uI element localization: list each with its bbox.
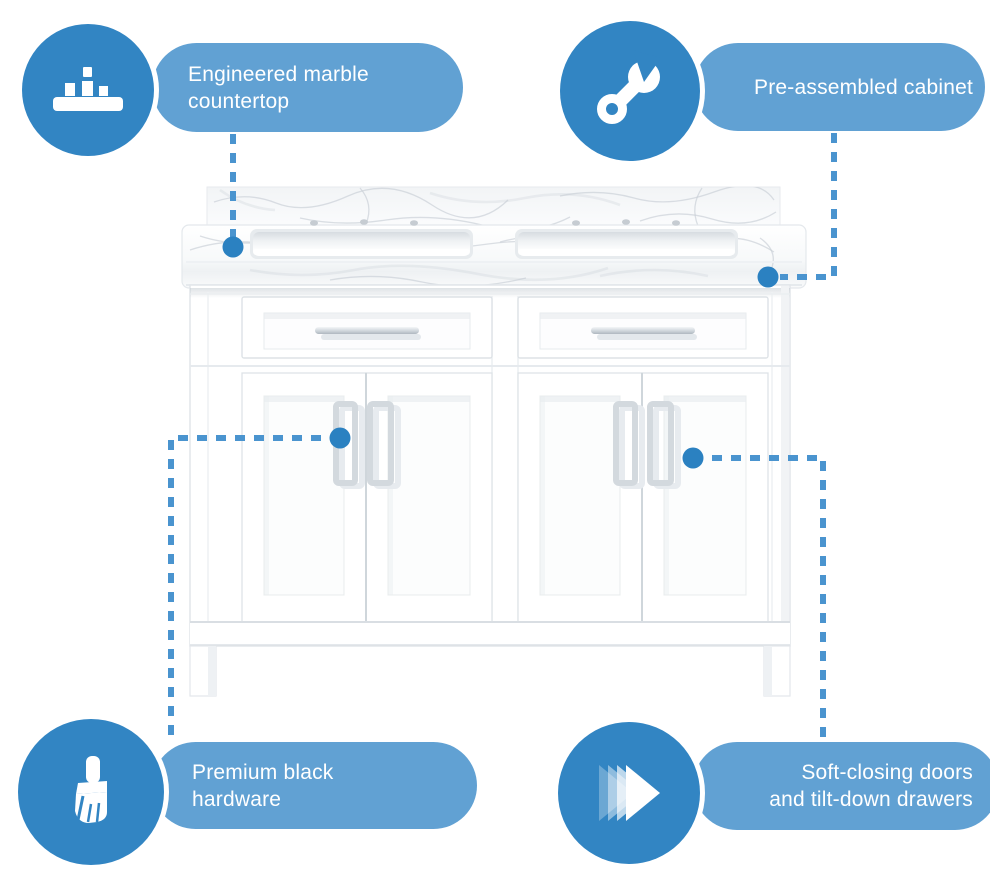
door-1 — [241, 372, 367, 623]
callout-circle-hardware — [18, 719, 164, 865]
callout-label: Engineered marble — [188, 62, 369, 86]
callout-label: countertop — [188, 89, 290, 113]
leg-left — [189, 645, 217, 697]
soft-close-triangles-icon — [599, 765, 660, 821]
bottom-rail — [190, 621, 790, 646]
anchor-dot-softclose — [682, 447, 704, 469]
sink-left — [250, 229, 473, 259]
door-2 — [365, 372, 493, 623]
door-handles-right — [613, 401, 681, 489]
drawer-handle-left — [315, 327, 419, 334]
callout-label: Soft-closing doors — [801, 761, 973, 784]
handle-shadow — [597, 334, 697, 340]
door-handle — [613, 401, 638, 486]
backsplash — [206, 186, 781, 229]
brush-icon — [75, 756, 107, 823]
marble-veins — [213, 187, 777, 228]
drawer-handle-right — [591, 327, 695, 334]
drawer-left — [241, 296, 493, 359]
callout-label: and tilt-down drawers — [769, 788, 973, 811]
drawer-right — [517, 296, 769, 359]
handle-shadow — [321, 334, 421, 340]
callout-label: hardware — [192, 787, 282, 811]
anchor-dot-cabinet — [757, 266, 779, 288]
sink-right — [515, 229, 738, 259]
callout-pill-cabinet: Pre-assembled cabinet — [694, 43, 985, 131]
leader-softclose — [693, 455, 826, 740]
anchor-dot-hardware — [329, 427, 351, 449]
doors — [241, 372, 769, 623]
callout-pill-hardware: Premium black hardware — [152, 742, 477, 829]
callout-pill-softclose: Soft-closing doors and tilt-down drawers — [693, 742, 990, 830]
callout-label: Pre-assembled cabinet — [754, 75, 973, 99]
door-handle — [367, 401, 394, 486]
anchor-dot-countertop — [222, 236, 244, 258]
leader-hardware — [168, 435, 340, 740]
leg-right — [763, 645, 791, 697]
wrench-icon — [597, 50, 661, 124]
callout-circle-countertop — [22, 24, 154, 156]
callout-label: Premium black — [192, 760, 334, 784]
leader-cabinet — [780, 133, 837, 280]
callout-circle-cabinet — [560, 21, 700, 161]
faucet-holes — [310, 219, 680, 226]
door-handle — [647, 401, 674, 486]
door-4 — [641, 372, 769, 623]
callout-circle-softclose — [558, 722, 700, 864]
countertop-icon — [53, 67, 123, 111]
callout-pill-countertop: Engineered marble countertop — [152, 43, 463, 132]
